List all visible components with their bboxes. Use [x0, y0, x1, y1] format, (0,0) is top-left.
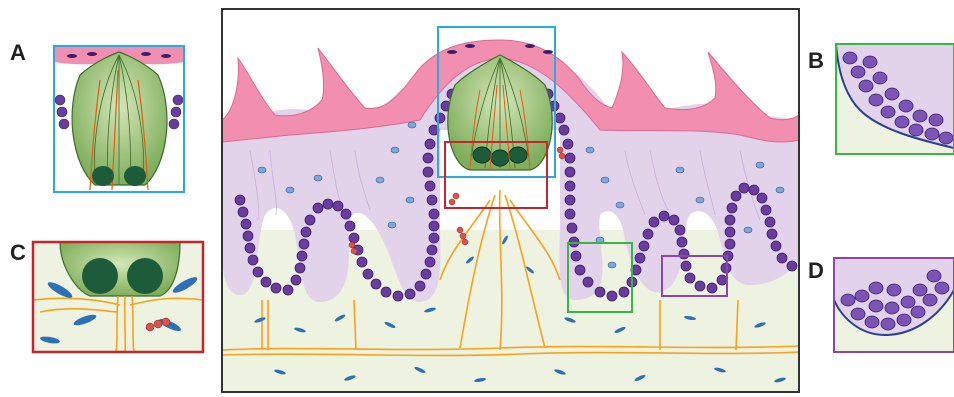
main-panel: [222, 9, 799, 397]
inset-c: [33, 242, 203, 352]
inset-a: [54, 46, 184, 192]
inset-d: [834, 258, 954, 352]
inset-b: [836, 44, 954, 154]
